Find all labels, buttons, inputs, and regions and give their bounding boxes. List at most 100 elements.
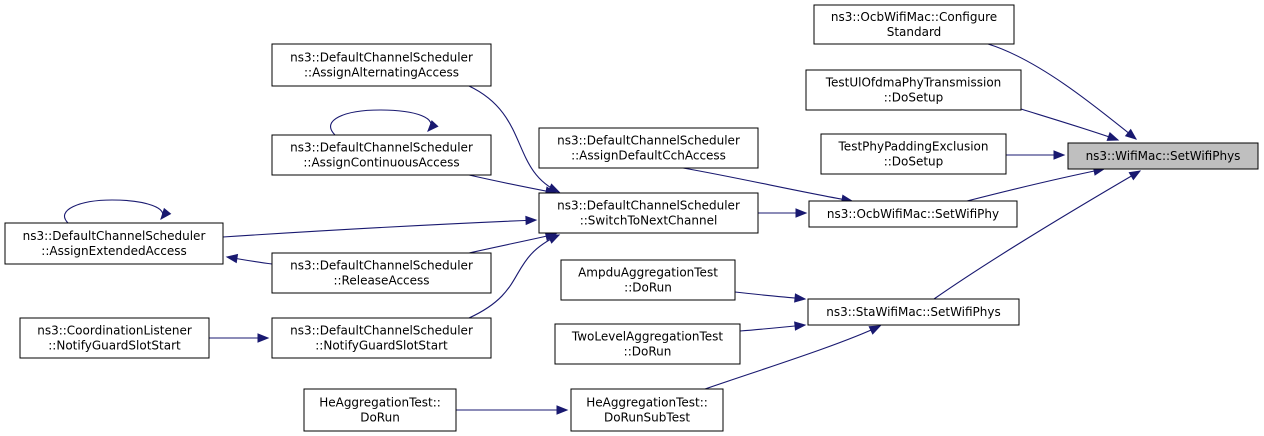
- call-edge-ul_ofdma-to-setwifiphys: [1020, 108, 1120, 141]
- edge-line: [64, 199, 164, 224]
- graph-node-notify-guard-dcs[interactable]: ns3::DefaultChannelScheduler::NotifyGuar…: [271, 317, 492, 359]
- arrowhead-icon: [794, 293, 807, 303]
- call-edge-notify_guard_cl-to-notify_guard_dcs: [209, 333, 270, 343]
- node-box: [820, 133, 1007, 175]
- node-box: [538, 127, 759, 169]
- node-box: [303, 388, 457, 432]
- graph-node-release-access[interactable]: ns3::DefaultChannelScheduler::ReleaseAcc…: [271, 252, 492, 294]
- node-label-line: ::SwitchToNextChannel: [580, 214, 718, 228]
- node-box: [554, 323, 741, 365]
- call-edge-he_dorunsub-to-sta_setwifiphys: [704, 325, 882, 390]
- graph-node-switch-next[interactable]: ns3::DefaultChannelScheduler::SwitchToNe…: [538, 192, 759, 234]
- call-edge-sta_setwifiphys-to-setwifiphys: [933, 170, 1142, 300]
- node-label-line: ns3::CoordinationListener: [37, 324, 192, 338]
- node-label-line: ns3::DefaultChannelScheduler: [290, 259, 473, 273]
- arrowhead-icon: [257, 333, 270, 343]
- call-edge-two_level-to-sta_setwifiphys: [739, 321, 807, 332]
- arrowhead-icon: [525, 215, 538, 226]
- edge-line: [933, 170, 1141, 300]
- call-edge-phy_padding-to-setwifiphys: [1006, 150, 1066, 160]
- arrowhead-icon: [427, 120, 439, 132]
- node-label-line: ::AssignExtendedAccess: [41, 244, 186, 258]
- edge-line: [987, 43, 1137, 140]
- node-box: [271, 134, 492, 176]
- call-edge-assign_continuous-to-switch_next: [468, 174, 558, 196]
- node-label-line: ns3::DefaultChannelScheduler: [290, 141, 473, 155]
- edge-line: [734, 291, 806, 300]
- arrowhead-icon: [1128, 170, 1142, 181]
- node-label-line: AmpduAggregationTest: [578, 266, 718, 280]
- node-label-line: ns3::DefaultChannelScheduler: [290, 324, 473, 338]
- graph-node-assign-continuous[interactable]: ns3::DefaultChannelScheduler::AssignCont…: [271, 134, 492, 176]
- arrowhead-icon: [160, 207, 172, 221]
- node-label-line: ns3::DefaultChannelScheduler: [290, 51, 473, 65]
- arrowhead-icon: [795, 208, 808, 218]
- edge-line: [468, 234, 560, 319]
- arrowhead-icon: [1124, 128, 1138, 140]
- node-box: [19, 317, 210, 359]
- node-box: [570, 388, 724, 432]
- arrowhead-icon: [868, 325, 882, 335]
- node-label-line: ns3::OcbWifiMac::Configure: [831, 10, 997, 24]
- call-edge-notify_guard_dcs-to-switch_next: [468, 234, 561, 319]
- arrowhead-icon: [547, 234, 561, 244]
- node-label-line: TestPhyPaddingExclusion: [838, 140, 989, 154]
- graph-node-assign-alternating[interactable]: ns3::DefaultChannelScheduler::AssignAlte…: [271, 43, 492, 87]
- call-edge-ampdu-to-sta_setwifiphys: [734, 291, 807, 303]
- arrowhead-icon: [794, 321, 807, 331]
- graph-nodes: ns3::WifiMac::SetWifiPhysns3::OcbWifiMac…: [4, 4, 1259, 432]
- self-call-edge-assign_continuous: [330, 109, 439, 136]
- node-label-line: ::DoSetup: [884, 91, 944, 105]
- call-edge-switch_next-to-ocb_setwifiphy: [758, 208, 808, 218]
- node-label-line: ::AssignContinuousAccess: [303, 156, 459, 170]
- node-box: [271, 252, 492, 294]
- node-label-line: ns3::DefaultChannelScheduler: [557, 134, 740, 148]
- node-label-line: ::NotifyGuardSlotStart: [48, 339, 181, 353]
- node-label-line: ns3::StaWifiMac::SetWifiPhys: [826, 305, 1001, 319]
- graph-node-ul-ofdma[interactable]: TestUlOfdmaPhyTransmission::DoSetup: [805, 69, 1022, 111]
- graph-node-setwifiphys[interactable]: ns3::WifiMac::SetWifiPhys: [1067, 142, 1259, 170]
- node-label-line: TwoLevelAggregationTest: [571, 330, 724, 344]
- node-label-line: ::DoRun: [624, 345, 672, 359]
- graph-node-two-level[interactable]: TwoLevelAggregationTest::DoRun: [554, 323, 741, 365]
- graph-node-assign-extended[interactable]: ns3::DefaultChannelScheduler::AssignExte…: [4, 222, 224, 265]
- node-label-line: ::DoSetup: [884, 155, 944, 169]
- call-edge-assign_extended-to-switch_next: [222, 215, 538, 238]
- node-box: [807, 298, 1020, 326]
- edge-line: [966, 168, 1105, 202]
- call-edge-he_dorun-to-he_dorunsub: [456, 405, 569, 415]
- node-box: [538, 192, 759, 234]
- node-box: [560, 259, 736, 301]
- call-edge-ocb_configure-to-setwifiphys: [987, 43, 1138, 140]
- node-label-line: HeAggregationTest::: [319, 396, 441, 410]
- graph-edges: [64, 43, 1142, 415]
- arrowhead-icon: [225, 253, 239, 264]
- node-label-line: ::AssignDefaultCchAccess: [571, 149, 726, 163]
- node-label-line: DoRun: [360, 411, 400, 425]
- arrowhead-icon: [1053, 150, 1066, 160]
- graph-node-he-dorunsub[interactable]: HeAggregationTest::DoRunSubTest: [570, 388, 724, 432]
- node-label-line: ::NotifyGuardSlotStart: [315, 339, 448, 353]
- node-label-line: DoRunSubTest: [604, 411, 690, 425]
- edge-line: [330, 109, 432, 136]
- node-label-line: ::ReleaseAccess: [333, 274, 429, 288]
- graph-node-notify-guard-cl[interactable]: ns3::CoordinationListener::NotifyGuardSl…: [19, 317, 210, 359]
- edge-line: [222, 219, 537, 238]
- edge-line: [468, 85, 560, 193]
- graph-node-sta-setwifiphys[interactable]: ns3::StaWifiMac::SetWifiPhys: [807, 298, 1020, 326]
- edge-line: [682, 167, 853, 202]
- node-box: [805, 69, 1022, 111]
- graph-node-he-dorun[interactable]: HeAggregationTest::DoRun: [303, 388, 457, 432]
- node-label-line: TestUlOfdmaPhyTransmission: [825, 76, 1002, 90]
- graph-node-assign-default[interactable]: ns3::DefaultChannelScheduler::AssignDefa…: [538, 127, 759, 169]
- node-label-line: ns3::DefaultChannelScheduler: [557, 199, 740, 213]
- node-label-line: ::AssignAlternatingAccess: [304, 66, 459, 80]
- node-box: [271, 317, 492, 359]
- graph-node-ampdu[interactable]: AmpduAggregationTest::DoRun: [560, 259, 736, 301]
- graph-node-phy-padding[interactable]: TestPhyPaddingExclusion::DoSetup: [820, 133, 1007, 175]
- self-call-edge-assign_extended: [64, 199, 172, 224]
- graph-node-ocb-setwifiphy[interactable]: ns3::OcbWifiMac::SetWifiPhy: [808, 200, 1018, 228]
- edge-line: [704, 325, 881, 390]
